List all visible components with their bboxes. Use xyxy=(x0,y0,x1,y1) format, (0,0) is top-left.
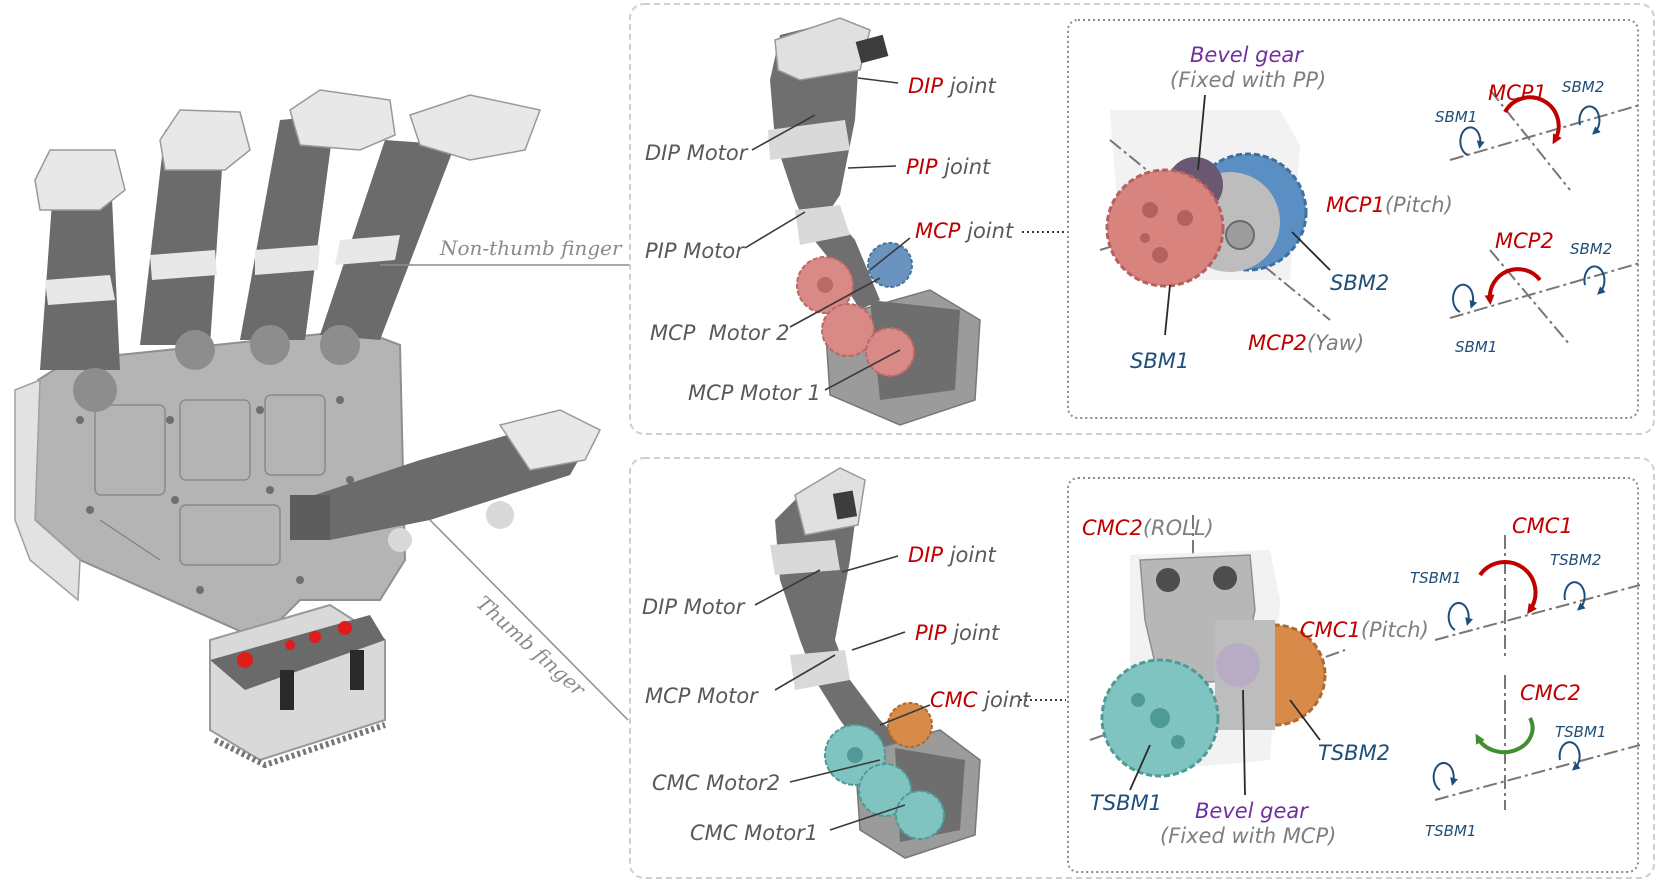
hand-leaders xyxy=(380,264,630,721)
bottom-finger-render xyxy=(770,467,981,859)
cmc1-rotation-arrow xyxy=(1478,560,1538,615)
finger-thumb xyxy=(290,409,602,552)
top-axis-diagram-mcp2 xyxy=(1449,249,1641,346)
top-pip-joint-label: PIP joint xyxy=(906,155,991,179)
top-detail-leaders xyxy=(1164,94,1331,336)
bottom-gear-cmc1b xyxy=(895,790,945,840)
bottom-dip-joint-label: DIP joint xyxy=(908,543,997,567)
top-mcp1-pitch-label: MCP1(Pitch) xyxy=(1326,193,1453,217)
top-panel-frame xyxy=(629,3,1655,435)
axis-mcp2-label: MCP2 xyxy=(1495,229,1554,253)
sbm1-top-rotation xyxy=(1459,126,1485,156)
bottom-bevel-gear-sub: (Fixed with MCP) xyxy=(1160,824,1336,848)
finger-index xyxy=(34,149,126,412)
bottom-cmc1-pitch-label: CMC1(Pitch) xyxy=(1300,618,1429,642)
top-gear-blue xyxy=(867,242,913,288)
bottom-detail-render xyxy=(1089,515,1346,778)
top-dip-motor-label: DIP Motor xyxy=(645,141,749,165)
axis-mcp1-label: MCP1 xyxy=(1488,81,1547,105)
palm-side xyxy=(14,378,81,602)
tsbm1-right-rotation xyxy=(1558,741,1581,771)
bottom-detail-frame xyxy=(1067,477,1639,873)
axis-sbm1-mid-label: SBM1 xyxy=(1455,338,1497,356)
bottom-leaders xyxy=(754,555,1066,831)
top-dip-joint-label: DIP joint xyxy=(908,74,997,98)
non-thumb-finger-label: Non-thumb finger xyxy=(439,236,623,260)
sbm1-bottom-rotation xyxy=(1452,283,1478,313)
top-axis-diagram-mcp1 xyxy=(1449,89,1641,191)
bottom-axis-diagram-cmc2 xyxy=(1432,675,1641,810)
axis-sbm2-top-label: SBM2 xyxy=(1562,78,1604,96)
tsbm1-top-rotation xyxy=(1447,601,1473,631)
tsbm1-bottom-rotation xyxy=(1432,761,1458,791)
sbm2-top-rotation xyxy=(1578,105,1601,135)
finger-middle xyxy=(140,109,251,370)
bottom-dip-motor-label: DIP Motor xyxy=(642,595,746,619)
bottom-cmc-motor1-label: CMC Motor1 xyxy=(690,821,818,845)
wrist-connector xyxy=(209,603,386,769)
top-bevel-gear-sub: (Fixed with PP) xyxy=(1170,68,1326,92)
cmc2-rotation-arrow xyxy=(1475,717,1535,755)
top-mcp-motor1-label: MCP Motor 1 xyxy=(688,381,821,405)
palm-panel-lines xyxy=(94,394,326,566)
bottom-gear-cmc1 xyxy=(858,763,912,817)
bottom-bevel-gear xyxy=(1216,643,1260,687)
top-gear-motor1 xyxy=(821,303,875,357)
mcp2-rotation-arrow xyxy=(1484,267,1542,305)
top-pip-motor-label: PIP Motor xyxy=(645,239,745,263)
top-sbm1-gear xyxy=(1105,168,1225,288)
bottom-cmc-joint-label: CMC joint xyxy=(930,688,1031,712)
top-detail-render xyxy=(1099,110,1331,321)
mcp1-rotation-arrow xyxy=(1503,95,1562,145)
top-mcp-joint-label: MCP joint xyxy=(915,219,1014,243)
bottom-gear-orange xyxy=(887,702,933,748)
axis-tsbm1-b-label: TSBM1 xyxy=(1555,723,1606,741)
top-mcp2-yaw-label: MCP2(Yaw) xyxy=(1248,331,1364,355)
bottom-tsbm1-label: TSBM1 xyxy=(1090,791,1162,815)
axis-tsbm1-c-label: TSBM1 xyxy=(1425,822,1476,840)
top-gear-motor1b xyxy=(865,327,915,377)
top-leaders xyxy=(744,77,1070,391)
axis-tsbm2-label: TSBM2 xyxy=(1550,551,1601,569)
bottom-mcp-motor-label: MCP Motor xyxy=(645,684,759,708)
thumb-finger-label: Thumb finger xyxy=(472,591,591,702)
top-sbm2-label: SBM2 xyxy=(1330,271,1389,295)
bottom-pip-joint-label: PIP joint xyxy=(915,621,1000,645)
palm-screw-holes xyxy=(76,396,354,594)
bottom-detail-leaders xyxy=(1129,689,1321,796)
bottom-cmc2-roll-label: CMC2(ROLL) xyxy=(1082,516,1214,540)
bottom-bevel-gear-label: Bevel gear xyxy=(1195,799,1309,823)
axis-tsbm1-a-label: TSBM1 xyxy=(1410,569,1461,587)
tsbm2-rotation xyxy=(1563,581,1586,611)
bottom-cmc-motor2-label: CMC Motor2 xyxy=(652,771,780,795)
axis-sbm1-top-label: SBM1 xyxy=(1435,108,1477,126)
axis-cmc1-label: CMC1 xyxy=(1512,514,1573,538)
top-sbm1-label: SBM1 xyxy=(1130,349,1189,373)
finger-little xyxy=(320,94,542,365)
top-mcp-motor2-label: MCP Motor 2 xyxy=(650,321,790,345)
robot-hand-render xyxy=(14,89,602,769)
bottom-tsbm2-label: TSBM2 xyxy=(1318,741,1390,765)
bottom-axis-diagram-cmc1 xyxy=(1434,535,1641,660)
top-detail-frame xyxy=(1067,19,1639,419)
thumb-leader xyxy=(429,519,629,721)
finger-ring xyxy=(240,89,396,365)
sbm2-bottom-rotation xyxy=(1583,265,1606,295)
top-bevel-gear-label: Bevel gear xyxy=(1190,43,1304,67)
axis-cmc2-label: CMC2 xyxy=(1520,681,1581,705)
top-finger-render xyxy=(768,17,981,426)
axis-sbm2-mid-label: SBM2 xyxy=(1570,240,1612,258)
bottom-panel-frame xyxy=(629,457,1655,879)
